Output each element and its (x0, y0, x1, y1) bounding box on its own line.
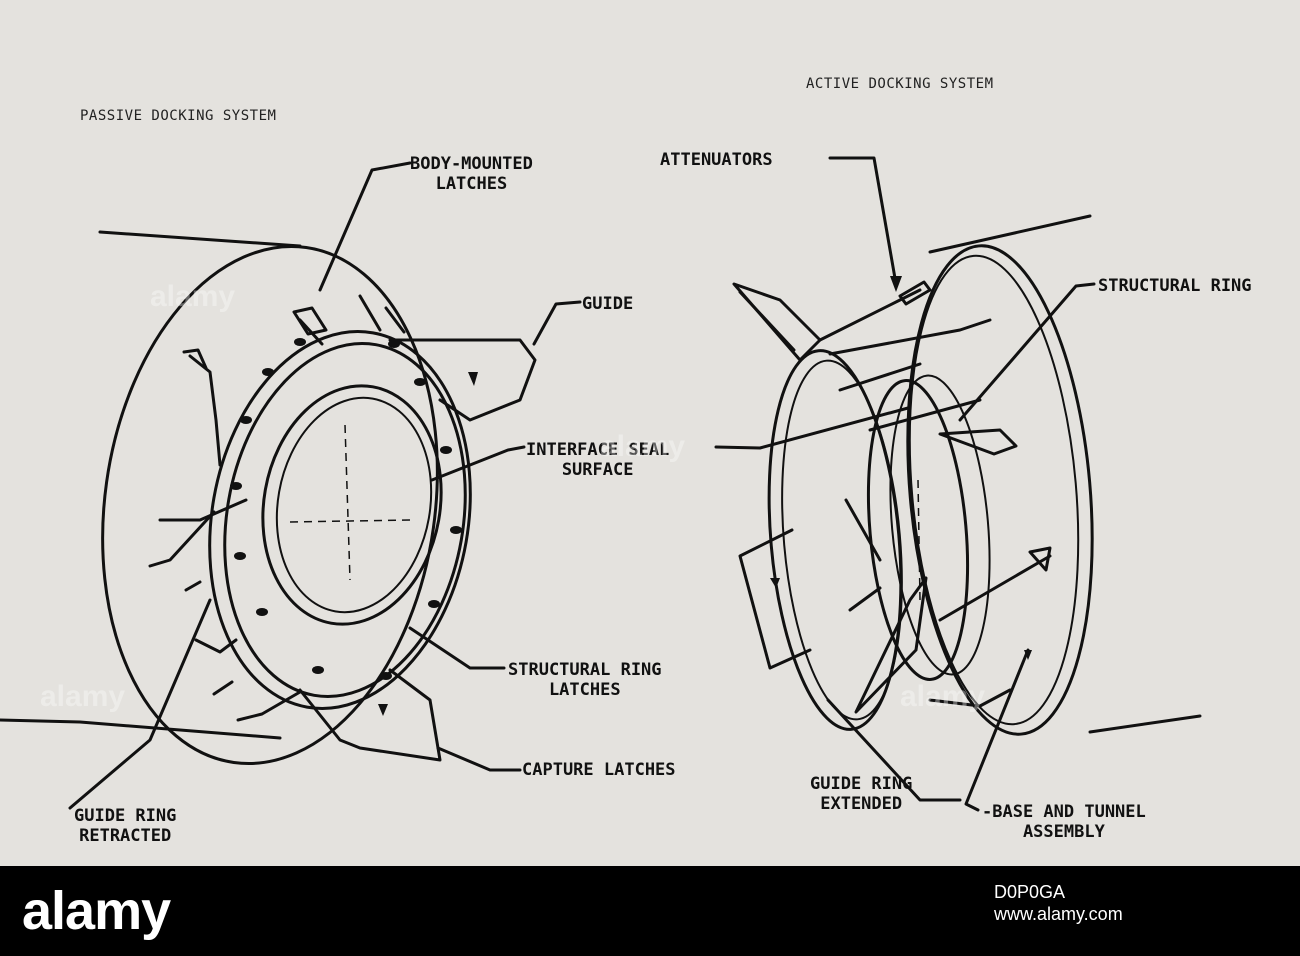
label-interface-seal-surface: INTERFACE SEAL SURFACE (526, 440, 670, 480)
active-docking-assembly (732, 214, 1202, 736)
label-guide-ring-retracted: GUIDE RING RETRACTED (74, 806, 177, 846)
label-guide: GUIDE (582, 294, 634, 314)
label-structural-ring: STRUCTURAL RING (1098, 276, 1252, 296)
active-leader-lines (714, 156, 1096, 812)
label-body-mounted-latches: BODY-MOUNTED LATCHES (410, 154, 533, 194)
label-base-and-tunnel-assembly: -BASE AND TUNNEL ASSEMBLY (982, 802, 1146, 842)
label-structural-ring-latches: STRUCTURAL RING LATCHES (508, 660, 662, 700)
watermark-logo: alamy (600, 430, 686, 463)
diagram-area: PASSIVE DOCKING SYSTEM ACTIVE DOCKING SY… (0, 0, 1300, 866)
docking-system-drawing (0, 156, 1202, 812)
watermark-footer (0, 866, 1300, 956)
watermark-logo: alamy (900, 680, 986, 713)
active-system-heading: ACTIVE DOCKING SYSTEM (806, 76, 994, 92)
passive-docking-assembly (0, 230, 537, 765)
label-guide-ring-extended: GUIDE RING EXTENDED (810, 774, 913, 814)
alamy-logo: alamy (22, 881, 171, 941)
passive-leader-lines (68, 161, 582, 810)
image-id: D0P0GA (994, 882, 1066, 902)
watermark-logo: alamy (40, 680, 126, 713)
site-url: www.alamy.com (994, 904, 1123, 924)
passive-system-heading: PASSIVE DOCKING SYSTEM (80, 108, 277, 124)
label-capture-latches: CAPTURE LATCHES (522, 760, 676, 780)
label-attenuators: ATTENUATORS (660, 150, 773, 170)
watermark-logo: alamy (150, 280, 236, 313)
